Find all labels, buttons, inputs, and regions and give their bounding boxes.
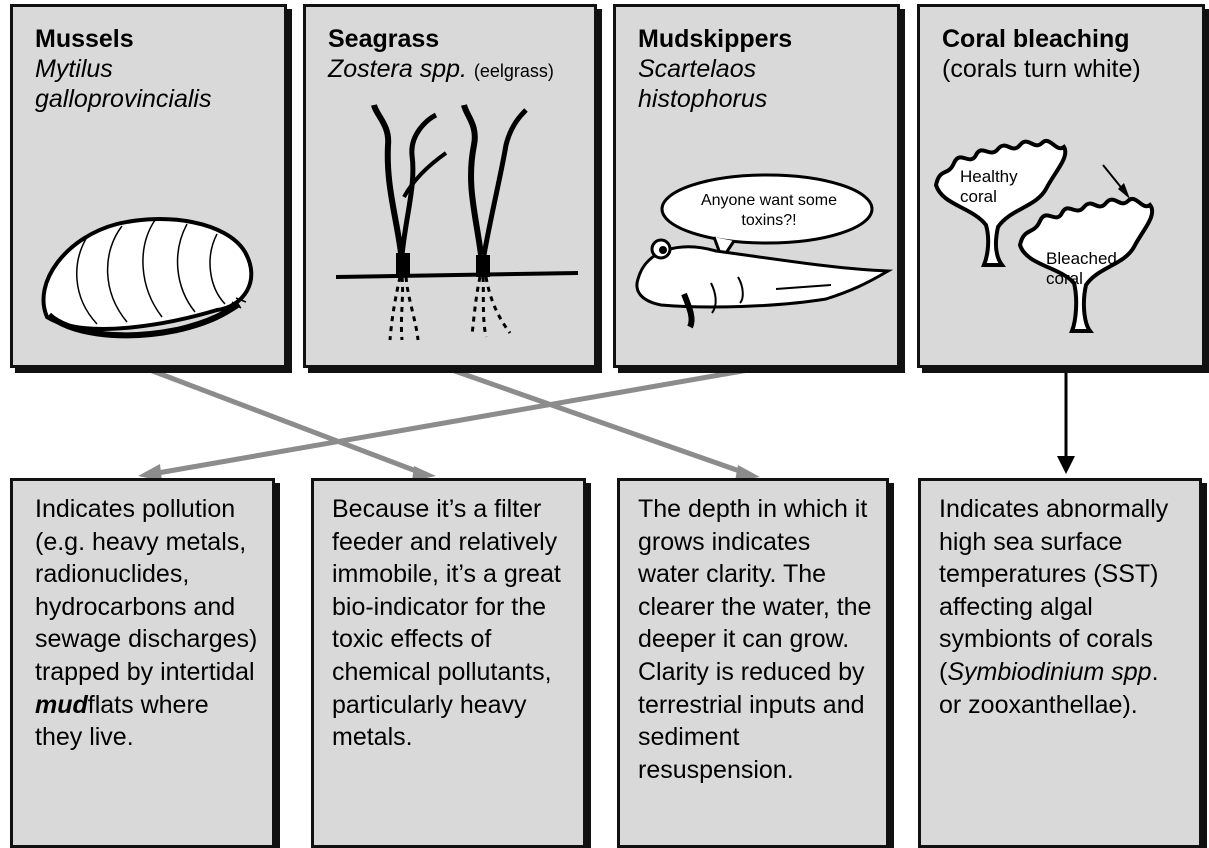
card-title: Seagrass: [328, 24, 586, 54]
common-name-note: (eelgrass): [474, 61, 554, 81]
card-mudskippers: Mudskippers Scartelaos histophorus Anyon…: [613, 4, 900, 368]
description-text: Indicates pollution (e.g. heavy metals, …: [35, 493, 258, 754]
arrow-coral-head: [1057, 456, 1075, 474]
description-pollution: Indicates pollution (e.g. heavy metals, …: [10, 478, 275, 848]
seagrass-drawing: [316, 105, 586, 345]
arrow-seagrass-to-clarity: [452, 370, 748, 474]
description-text: The depth in which it grows indicates wa…: [638, 493, 872, 786]
card-mussels: Mussels Mytilus galloprovincialis: [10, 4, 287, 368]
scientific-name: histophorus: [638, 84, 889, 114]
arrow-mussels-to-filter: [150, 370, 424, 474]
speech-bubble-text: Anyone want some toxins?!: [690, 191, 848, 231]
description-water-clarity: The depth in which it grows indicates wa…: [617, 478, 889, 848]
bleached-coral-label: Bleached coral: [1046, 249, 1134, 289]
card-title: Mussels: [35, 24, 276, 54]
scientific-name: Zostera spp. (eelgrass): [328, 54, 586, 86]
card-title: Coral bleaching: [942, 24, 1194, 54]
description-filter-feeder: Because it’s a filter feeder and relativ…: [311, 478, 586, 848]
arrow-mudskipper-to-pollution: [152, 370, 748, 474]
description-sst: Indicates abnormally high sea surface te…: [918, 478, 1202, 848]
description-text: Indicates abnormally high sea surface te…: [939, 493, 1185, 721]
coral-drawing: [928, 127, 1198, 347]
mudskipper-drawing: [626, 229, 896, 339]
card-seagrass: Seagrass Zostera spp. (eelgrass): [303, 4, 597, 368]
healthy-coral-label: Healthy coral: [960, 167, 1030, 207]
card-title: Mudskippers: [638, 24, 889, 54]
description-text: Because it’s a filter feeder and relativ…: [332, 493, 569, 754]
scientific-name: Scartelaos: [638, 54, 889, 84]
card-subtitle: (corals turn white): [942, 54, 1194, 84]
card-coral-bleaching: Coral bleaching (corals turn white) Heal…: [917, 4, 1205, 368]
scientific-name: Mytilus: [35, 54, 276, 84]
scientific-name: galloprovincialis: [35, 84, 276, 114]
mussel-drawing: [27, 212, 267, 352]
